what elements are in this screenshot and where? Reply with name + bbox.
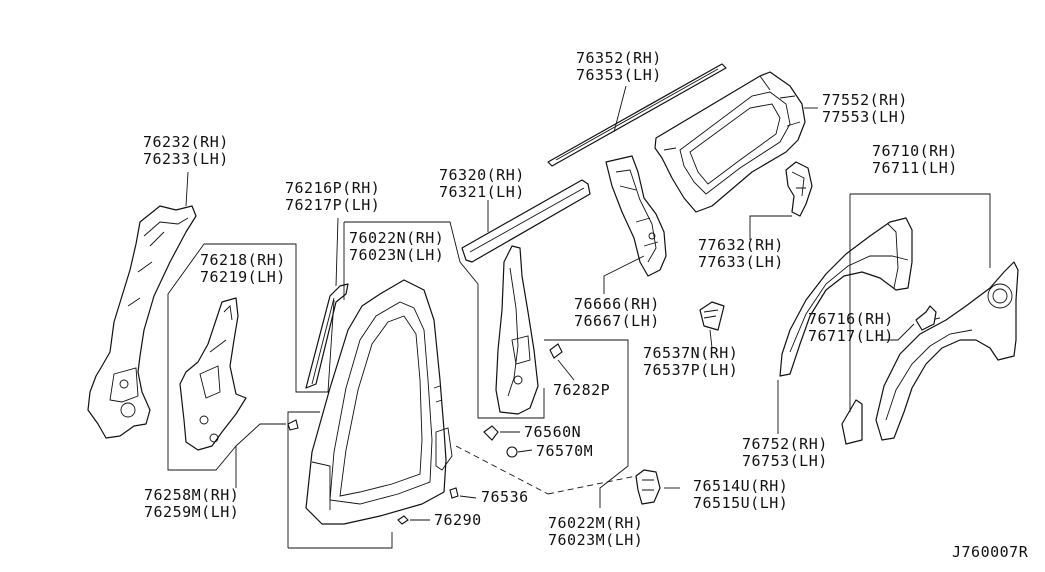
label-77552: 77552(RH) <box>822 91 908 109</box>
part-wheel-house-flange <box>915 305 937 331</box>
label-76217p: 76217P(LH) <box>285 196 380 214</box>
label-76666: 76666(RH) <box>574 295 660 313</box>
label-76233: 76233(LH) <box>143 150 229 168</box>
label-76353: 76353(LH) <box>576 66 662 84</box>
label-76515u: 76515U(LH) <box>693 494 788 512</box>
leader-lines <box>167 85 991 549</box>
part-quarter-window-frame <box>654 71 806 213</box>
label-76537p: 76537P(LH) <box>643 361 738 379</box>
part-roof-drip-molding <box>547 63 727 167</box>
label-76232: 76232(RH) <box>143 133 229 151</box>
part-wheel-house-patch <box>841 399 863 445</box>
label-76352: 76352(RH) <box>576 49 662 67</box>
label-76570m: 76570M <box>536 442 593 460</box>
label-76216p: 76216P(RH) <box>285 179 380 197</box>
label-76290: 76290 <box>434 511 482 529</box>
label-76259m: 76259M(LH) <box>144 503 239 521</box>
label-76320: 76320(RH) <box>439 166 525 184</box>
label-76536: 76536 <box>481 488 529 506</box>
part-clip-76560n <box>483 425 499 441</box>
label-76023m: 76023M(LH) <box>548 531 643 549</box>
part-lock-pillar-bracket <box>635 469 661 505</box>
label-77633: 77633(LH) <box>698 253 784 271</box>
label-76321: 76321(LH) <box>439 183 525 201</box>
label-76711: 76711(LH) <box>872 159 958 177</box>
label-76023n: 76023N(LH) <box>349 246 444 264</box>
label-77632: 77632(RH) <box>698 236 784 254</box>
label-76710: 76710(RH) <box>872 142 958 160</box>
part-clip-76536 <box>449 487 459 499</box>
label-76560n: 76560N <box>524 423 581 441</box>
label-76717: 76717(LH) <box>808 327 894 345</box>
label-76022m: 76022M(RH) <box>548 514 643 532</box>
part-wheel-house-outer <box>875 261 1019 441</box>
label-76258m: 76258M(RH) <box>144 486 239 504</box>
part-clip-76290 <box>397 515 409 525</box>
label-76514u: 76514U(RH) <box>693 477 788 495</box>
part-roof-side-rail <box>461 179 591 263</box>
part-body-side-outer <box>305 279 453 525</box>
label-76667: 76667(LH) <box>574 312 660 330</box>
label-76753: 76753(LH) <box>742 452 828 470</box>
label-76716: 76716(RH) <box>808 310 894 328</box>
label-76537n: 76537N(RH) <box>643 344 738 362</box>
part-wheel-house-inner <box>779 217 913 377</box>
label-77553: 77553(LH) <box>822 108 908 126</box>
part-hinge-pillar-reinforcement <box>179 297 247 451</box>
part-center-pillar <box>495 245 539 415</box>
label-76022n: 76022N(RH) <box>349 229 444 247</box>
label-76752: 76752(RH) <box>742 435 828 453</box>
diagram-code: J760007R <box>952 543 1029 561</box>
part-nameplate-bracket <box>699 301 725 331</box>
label-76282p: 76282P <box>553 381 610 399</box>
part-clip-76258m <box>287 419 299 431</box>
label-76218: 76218(RH) <box>200 251 286 269</box>
part-front-pillar-outer <box>87 205 197 439</box>
part-labels: 76352(RH) 76353(LH) 77552(RH) 77553(LH) … <box>143 49 1029 561</box>
part-clip-76282p <box>549 343 563 359</box>
part-pillar-seal-strip <box>305 283 349 389</box>
part-rear-pillar-inner <box>605 155 667 277</box>
part-grommet-76570m <box>506 446 518 458</box>
part-pillar-bracket <box>785 161 813 217</box>
label-76219: 76219(LH) <box>200 268 286 286</box>
